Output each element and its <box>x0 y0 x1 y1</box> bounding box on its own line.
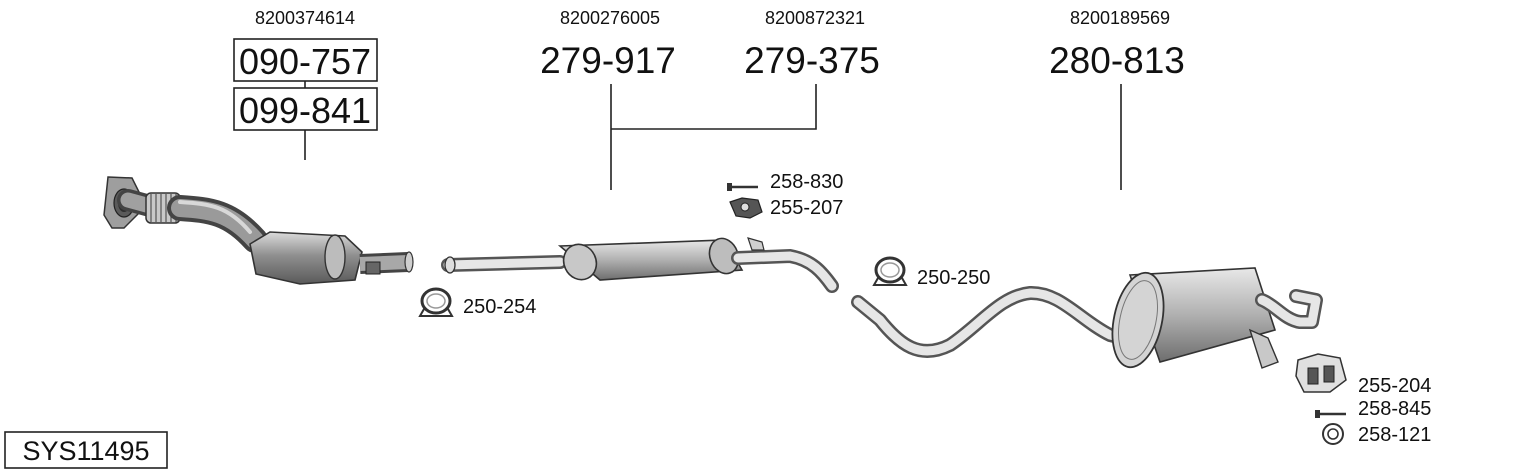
center-pipe-code[interactable]: 279-375 <box>744 40 880 81</box>
front-pipe-code[interactable]: 279-917 <box>540 40 676 81</box>
catalyst-code-box-2 <box>233 87 378 131</box>
clamp-front-label[interactable]: 250-254 <box>463 296 536 318</box>
front-pipe-drawing <box>441 237 839 293</box>
oe-number-center-pipe: 8200872321 <box>765 8 865 28</box>
catalytic-converter-drawing <box>103 176 414 285</box>
rear-silencer-drawing <box>851 267 1323 369</box>
catalyst-code-1[interactable]: 090-757 <box>239 41 371 82</box>
front-center-leader-line <box>610 84 817 190</box>
mount-mid-label[interactable]: 255-207 <box>770 197 843 219</box>
rubber-mount-icon <box>729 197 763 219</box>
system-id-box <box>4 431 168 469</box>
clamp-icon <box>872 256 908 286</box>
bolt-icon <box>1315 410 1346 418</box>
sealing-ring-icon <box>1322 423 1344 445</box>
catalyst-code-2[interactable]: 099-841 <box>239 90 371 131</box>
mount-rear-label[interactable]: 255-204 <box>1358 375 1431 397</box>
catalyst-code-box-1 <box>233 38 378 82</box>
clamp-icon <box>418 287 454 317</box>
clamp-mid-label[interactable]: 250-250 <box>917 267 990 289</box>
oe-number-catalyst: 8200374614 <box>255 8 355 28</box>
rear-silencer-code[interactable]: 280-813 <box>1049 40 1185 81</box>
system-id: SYS11495 <box>22 436 149 466</box>
bolt-rear-label[interactable]: 258-845 <box>1358 398 1431 420</box>
ring-rear-label[interactable]: 258-121 <box>1358 424 1431 446</box>
bolt-mid-label[interactable]: 258-830 <box>770 171 843 193</box>
oe-number-front-pipe: 8200276005 <box>560 8 660 28</box>
rear-mount-bracket-icon <box>1295 353 1347 393</box>
oe-number-rear-silencer: 8200189569 <box>1070 8 1170 28</box>
bolt-icon <box>727 183 758 191</box>
